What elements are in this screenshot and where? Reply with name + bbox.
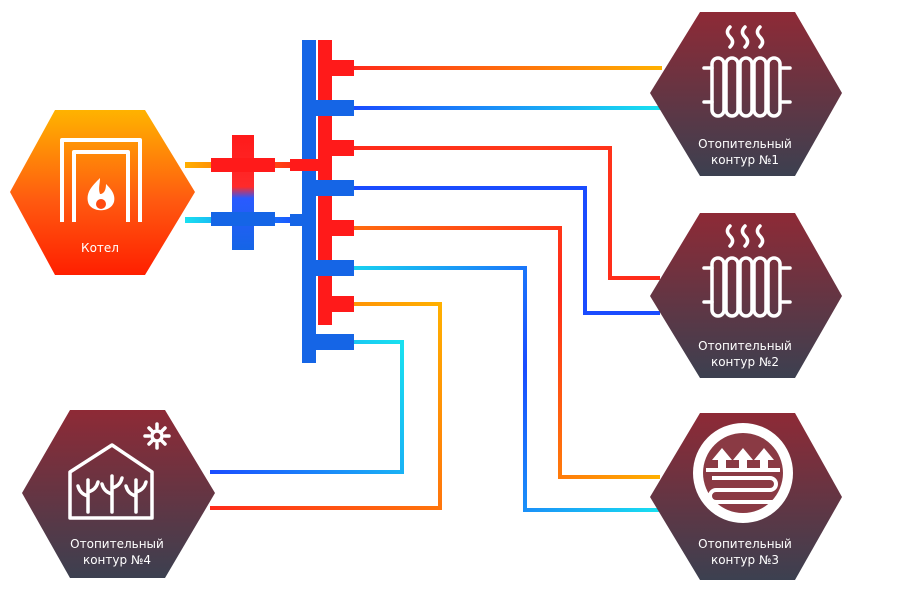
circuit3-node[interactable]: Отопительный контур №3 [650,413,842,580]
circuit2-label-line1: Отопительный [698,339,792,353]
circuit2-supply-pipe [352,146,660,280]
circuit4-return-pipe [210,340,404,474]
circuit2-return-pipe [352,186,660,315]
circuit3-return-pipe [352,266,660,512]
circuit1-label-line1: Отопительный [698,137,792,151]
circuit4-label-line1: Отопительный [70,537,164,551]
circuit2-label-line2: контур №2 [711,355,779,369]
circuit3-label-line2: контур №3 [711,553,779,567]
pipes [185,66,662,512]
furnace-flame-icon [60,138,142,222]
return-collector [302,40,316,363]
circuit4-supply-pipe [210,302,442,510]
circuit3-label-line1: Отопительный [698,537,792,551]
radiator-icon [702,224,792,318]
greenhouse-icon [68,422,171,520]
distribution-manifold [290,40,354,363]
underfloor-heating-icon [693,423,793,523]
hydraulic-separator [211,135,275,250]
circuit4-label-line2: контур №4 [83,553,151,567]
circuit1-node[interactable]: Отопительный контур №1 [650,12,842,176]
circuit1-label-line2: контур №1 [711,153,779,167]
circuit2-node[interactable]: Отопительный контур №2 [650,213,842,378]
radiator-icon [702,25,792,118]
boiler-label: Котел [81,241,119,255]
circuit3-supply-pipe [352,226,660,479]
circuit4-node[interactable]: Отопительный контур №4 [22,410,215,578]
boiler-node[interactable]: Котел [10,110,195,275]
